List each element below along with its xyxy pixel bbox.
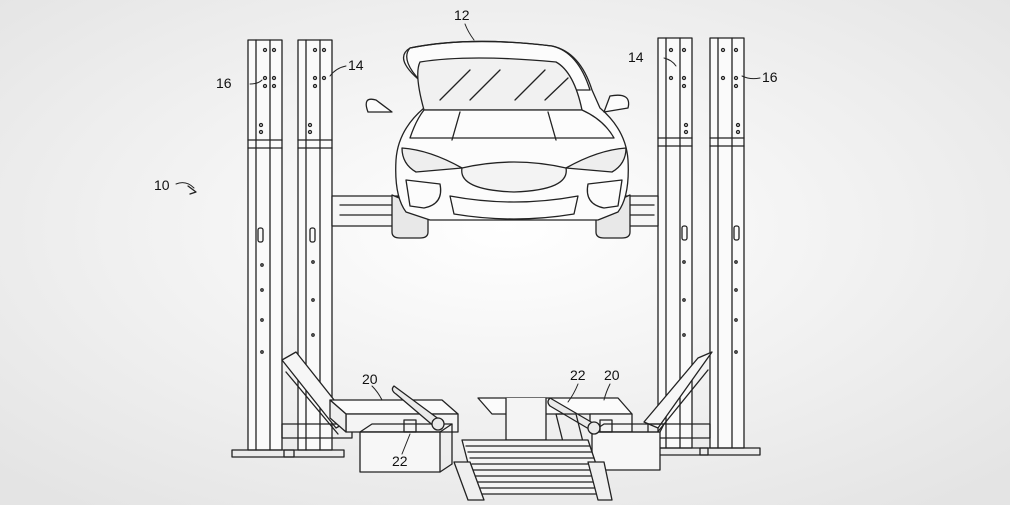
actuator-right [548, 398, 612, 446]
label-actuator-left: 22 [392, 453, 408, 469]
label-car: 12 [454, 7, 470, 23]
center-tray [454, 440, 612, 500]
runway-beams [332, 196, 658, 226]
label-platform-right: 20 [604, 367, 620, 383]
assembly-arrow [188, 186, 196, 194]
vehicle [366, 41, 630, 238]
label-outer-post-right: 16 [762, 69, 778, 85]
label-inner-post-right: 14 [628, 49, 644, 65]
label-actuator-right: 22 [570, 367, 586, 383]
platform-right [478, 398, 664, 470]
actuator-left [392, 386, 444, 432]
label-outer-post-left: 16 [216, 75, 232, 91]
outer-post-right [700, 38, 760, 455]
leader-lines [176, 24, 760, 454]
ramp-arm-right [644, 352, 712, 438]
label-platform-left: 20 [362, 371, 378, 387]
label-assembly: 10 [154, 177, 170, 193]
label-inner-post-left: 14 [348, 57, 364, 73]
outer-post-left [232, 40, 294, 457]
